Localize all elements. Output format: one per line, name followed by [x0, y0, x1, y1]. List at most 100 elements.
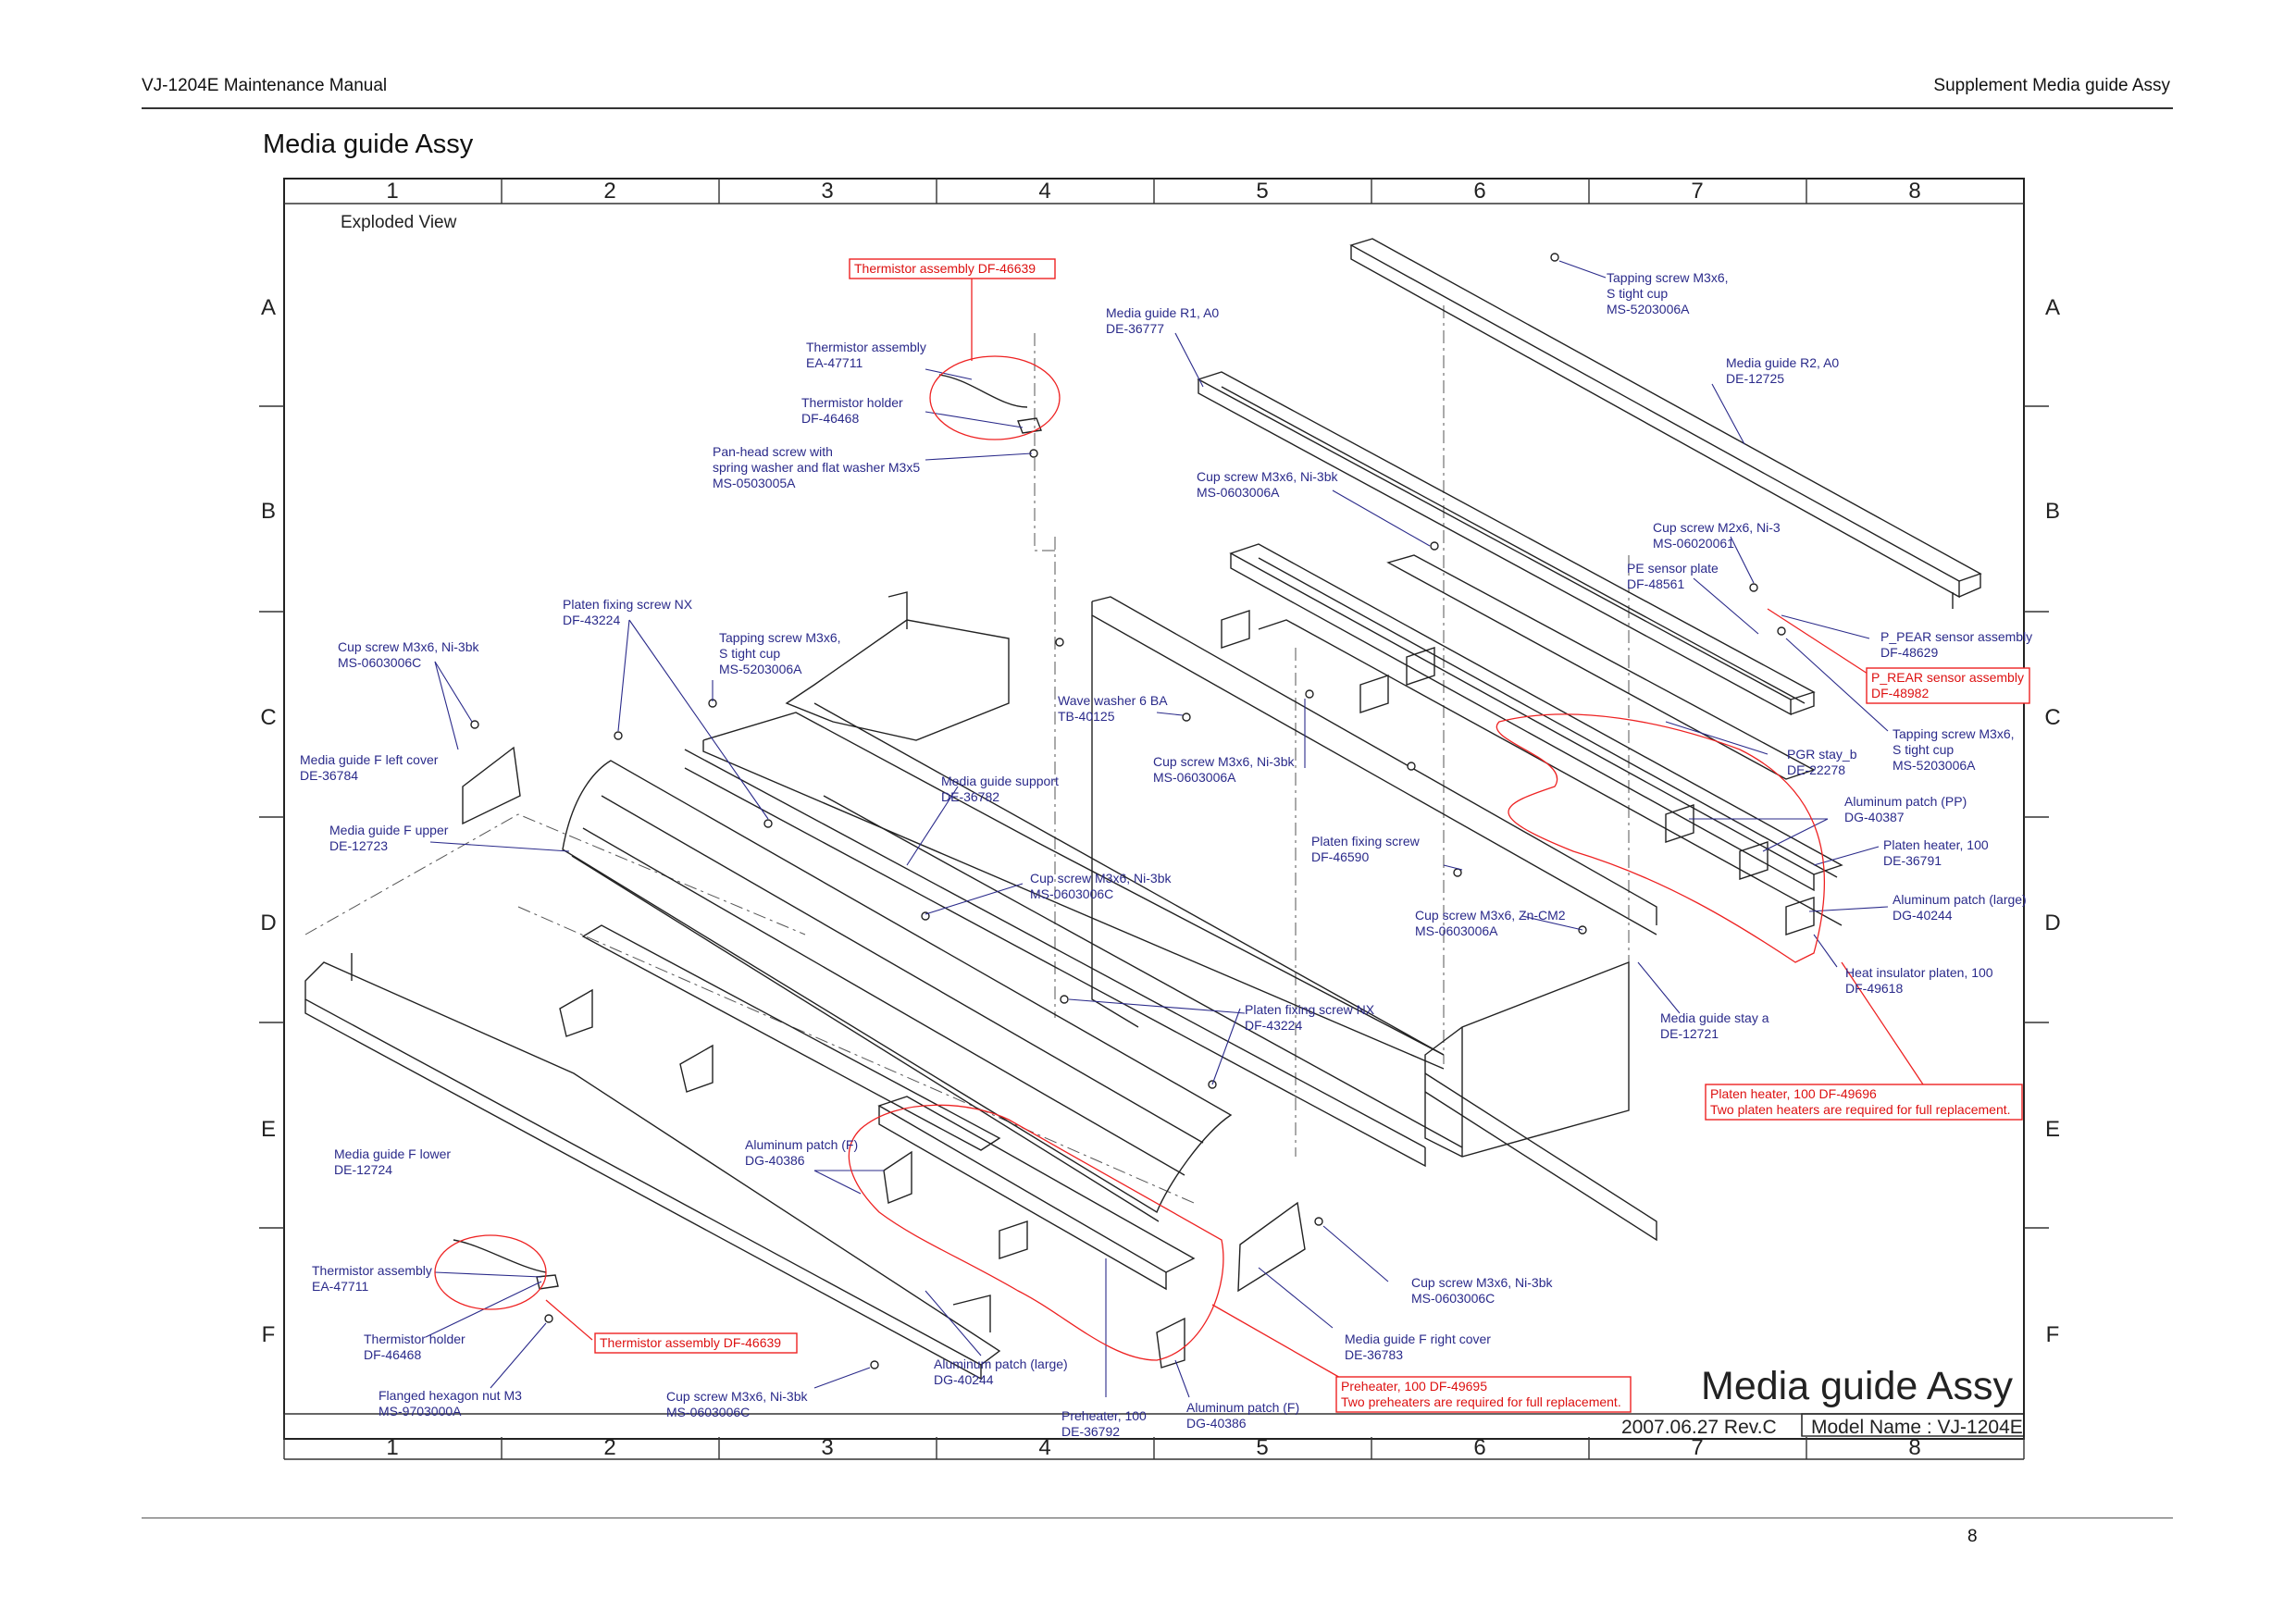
callout-line: Cup screw M3x6, Ni-3bk — [1411, 1275, 1553, 1290]
callout-line: MS-0603006A — [1415, 923, 1498, 938]
callout-line: MS-0603006C — [338, 655, 421, 670]
media-guide-support — [684, 712, 1445, 1168]
callout-line: MS-0603006C — [1411, 1291, 1495, 1306]
callout-line: Aluminum patch (F) — [745, 1137, 858, 1152]
callout-line: Aluminum patch (large) — [934, 1357, 1068, 1371]
grid-row-label: B — [261, 499, 276, 524]
callout-line: MS-0503005A — [713, 476, 796, 490]
media-guide-f-left-cover — [462, 746, 521, 825]
section-title: Media guide Assy — [263, 130, 474, 159]
callout-line: Media guide support — [941, 774, 1059, 788]
media-guide-f-lower — [304, 953, 1001, 1381]
callout-line: EA-47711 — [312, 1279, 368, 1294]
callout-label: Media guide stay aDE-12721 — [1660, 1010, 1769, 1041]
callout-line: DE-36791 — [1883, 853, 1942, 868]
callout-line: DG-40244 — [1893, 908, 1953, 923]
grid-row-label: D — [260, 911, 276, 935]
thermistor-parts — [453, 374, 1042, 1290]
red-note-line: Two platen heaters are required for full… — [1710, 1102, 2011, 1117]
callout-line: DG-40244 — [934, 1372, 994, 1387]
callout-line: MS-0603006A — [1153, 770, 1236, 785]
callout-line: TB-40125 — [1058, 709, 1115, 724]
header-manual-title: VJ-1204E Maintenance Manual — [142, 76, 388, 95]
callout-line: DF-48629 — [1880, 645, 1938, 660]
callout-line: PE sensor plate — [1627, 561, 1719, 576]
red-note-line: P_REAR sensor assembly — [1871, 670, 2024, 685]
grid-column-label: 1 — [386, 179, 398, 204]
callout-line: DE-36783 — [1345, 1347, 1403, 1362]
callout-line: Media guide F upper — [329, 823, 449, 837]
callout-line: Thermistor holder — [801, 395, 903, 410]
callout-line: DE-36777 — [1106, 321, 1164, 336]
callout-line: Cup screw M3x6, Zn-CM2 — [1415, 908, 1566, 923]
callout-line: Cup screw M3x6, Ni-3bk — [338, 639, 479, 654]
title-block-revision: 2007.06.27 Rev.C — [1621, 1417, 1777, 1438]
callout-label: Aluminum patch (PP)DG-40387 — [1844, 794, 1967, 824]
callout-line: Flanged hexagon nut M3 — [379, 1388, 522, 1403]
callout-line: DF-48561 — [1627, 576, 1684, 591]
callout-line: P_PEAR sensor assembly — [1880, 629, 2032, 644]
grid-column-label: 5 — [1256, 1435, 1268, 1460]
construction-lines — [304, 305, 1630, 1204]
callout-line: Cup screw M3x6, Ni-3bk — [1153, 754, 1295, 769]
grid-column-label: 3 — [821, 1435, 833, 1460]
callout-line: DE-12725 — [1726, 371, 1784, 386]
callout-line: DF-46590 — [1311, 849, 1369, 864]
grid-column-label: 6 — [1473, 179, 1485, 204]
red-note-box: Thermistor assembly DF-46639 — [849, 258, 1056, 279]
grid-row-label: E — [2045, 1117, 2060, 1142]
callout-label: Aluminum patch (F)DG-40386 — [745, 1137, 858, 1168]
media-guide-f-upper — [562, 760, 1233, 1222]
red-note-line: Platen heater, 100 DF-49696 — [1710, 1086, 1877, 1101]
callout-line: DF-43224 — [1245, 1018, 1302, 1033]
callout-line: DF-49618 — [1845, 981, 1903, 996]
callout-line: Platen fixing screw NX — [1245, 1002, 1375, 1017]
callout-label: Tapping screw M3x6,S tight cupMS-5203006… — [719, 630, 841, 676]
header-section-name: Supplement Media guide Assy — [1933, 76, 2170, 95]
callout-line: S tight cup — [719, 646, 780, 661]
callout-label: PGR stay_bDE-22278 — [1787, 747, 1857, 777]
callout-label: Aluminum patch (large)DG-40244 — [1893, 892, 2027, 923]
aluminum-patches — [559, 610, 1815, 1369]
callout-line: MS-9703000A — [379, 1404, 462, 1419]
title-block-model: Model Name : VJ-1204E — [1811, 1417, 2023, 1438]
callout-line: Aluminum patch (PP) — [1844, 794, 1967, 809]
callout-line: Media guide R2, A0 — [1726, 355, 1839, 370]
grid-row-label: A — [261, 295, 276, 320]
leader-lines — [425, 260, 1889, 1398]
red-note-line: Preheater, 100 DF-49695 — [1341, 1379, 1487, 1394]
grid-column-label: 1 — [386, 1435, 398, 1460]
callout-line: Platen fixing screw — [1311, 834, 1421, 849]
callout-line: Cup screw M2x6, Ni-3 — [1653, 520, 1781, 535]
grid-column-label: 5 — [1256, 179, 1268, 204]
callout-label: Aluminum patch (F)DG-40386 — [1186, 1400, 1299, 1431]
grid-column-label: 8 — [1908, 179, 1920, 204]
callout-line: S tight cup — [1607, 286, 1668, 301]
callout-line: spring washer and flat washer M3x5 — [713, 460, 920, 475]
callout-line: MS-0603006A — [1197, 485, 1280, 500]
callout-line: DG-40386 — [1186, 1416, 1247, 1431]
red-highlights — [434, 276, 1926, 1380]
callout-line: Media guide F left cover — [300, 752, 439, 767]
callout-line: DF-46468 — [364, 1347, 421, 1362]
